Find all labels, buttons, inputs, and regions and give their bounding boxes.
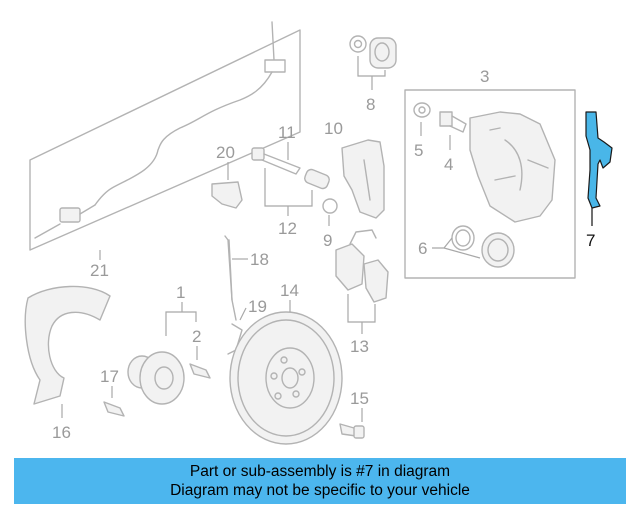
part-19-clip[interactable]	[227, 323, 243, 355]
banner-line-2: Diagram may not be specific to your vehi…	[170, 482, 470, 499]
exploded-brake-diagram: 21 8 3 5 4 6 7 10	[24, 21, 613, 445]
part-5-washer[interactable]	[413, 102, 431, 118]
callout-9: 9	[323, 231, 332, 250]
banner-line-1: Part or sub-assembly is #7 in diagram	[189, 463, 451, 480]
part-1-wheel-hub[interactable]	[127, 351, 185, 405]
callout-13: 13	[350, 337, 369, 356]
part-10-carrier[interactable]	[341, 139, 385, 219]
part-13-brake-pads[interactable]	[335, 229, 389, 303]
callout-1: 1	[176, 283, 185, 302]
callout-5: 5	[414, 141, 423, 160]
callout-11: 11	[278, 123, 296, 142]
part-6-seals[interactable]	[451, 225, 515, 268]
part-15-bolt[interactable]	[339, 423, 365, 439]
callout-4: 4	[444, 155, 453, 174]
callout-18: 18	[250, 250, 269, 269]
callout-15: 15	[350, 389, 369, 408]
callout-20: 20	[216, 143, 235, 162]
callout-2: 2	[192, 327, 201, 346]
part-14-brake-rotor[interactable]	[229, 311, 343, 445]
part-11-guide-pin[interactable]	[251, 147, 331, 190]
callout-16: 16	[52, 423, 71, 442]
part-8-bushings[interactable]	[349, 35, 397, 69]
part-9-cap[interactable]	[322, 198, 338, 214]
callout-10: 10	[324, 119, 343, 138]
callout-3: 3	[480, 67, 489, 86]
part-20-bracket[interactable]	[211, 181, 243, 209]
callout-7: 7	[586, 231, 595, 250]
callout-17: 17	[100, 367, 119, 386]
callout-8: 8	[366, 95, 375, 114]
callout-12: 12	[278, 219, 297, 238]
callout-21: 21	[90, 261, 109, 280]
info-banner: Part or sub-assembly is #7 in diagram Di…	[14, 458, 626, 504]
part-3-caliper[interactable]	[469, 111, 556, 223]
part-16-splash-shield[interactable]	[24, 285, 111, 405]
callout-14: 14	[280, 281, 299, 300]
callout-6: 6	[418, 239, 427, 258]
part-7-caliper-spring[interactable]	[585, 111, 613, 209]
part-17-bolt[interactable]	[103, 401, 125, 417]
callout-19: 19	[248, 297, 267, 316]
part-18-brake-hose[interactable]	[224, 235, 237, 321]
part-2-hub-bolt[interactable]	[189, 363, 211, 379]
part-4-bolt[interactable]	[439, 111, 467, 133]
part-21-sensor-wire[interactable]	[29, 21, 301, 251]
